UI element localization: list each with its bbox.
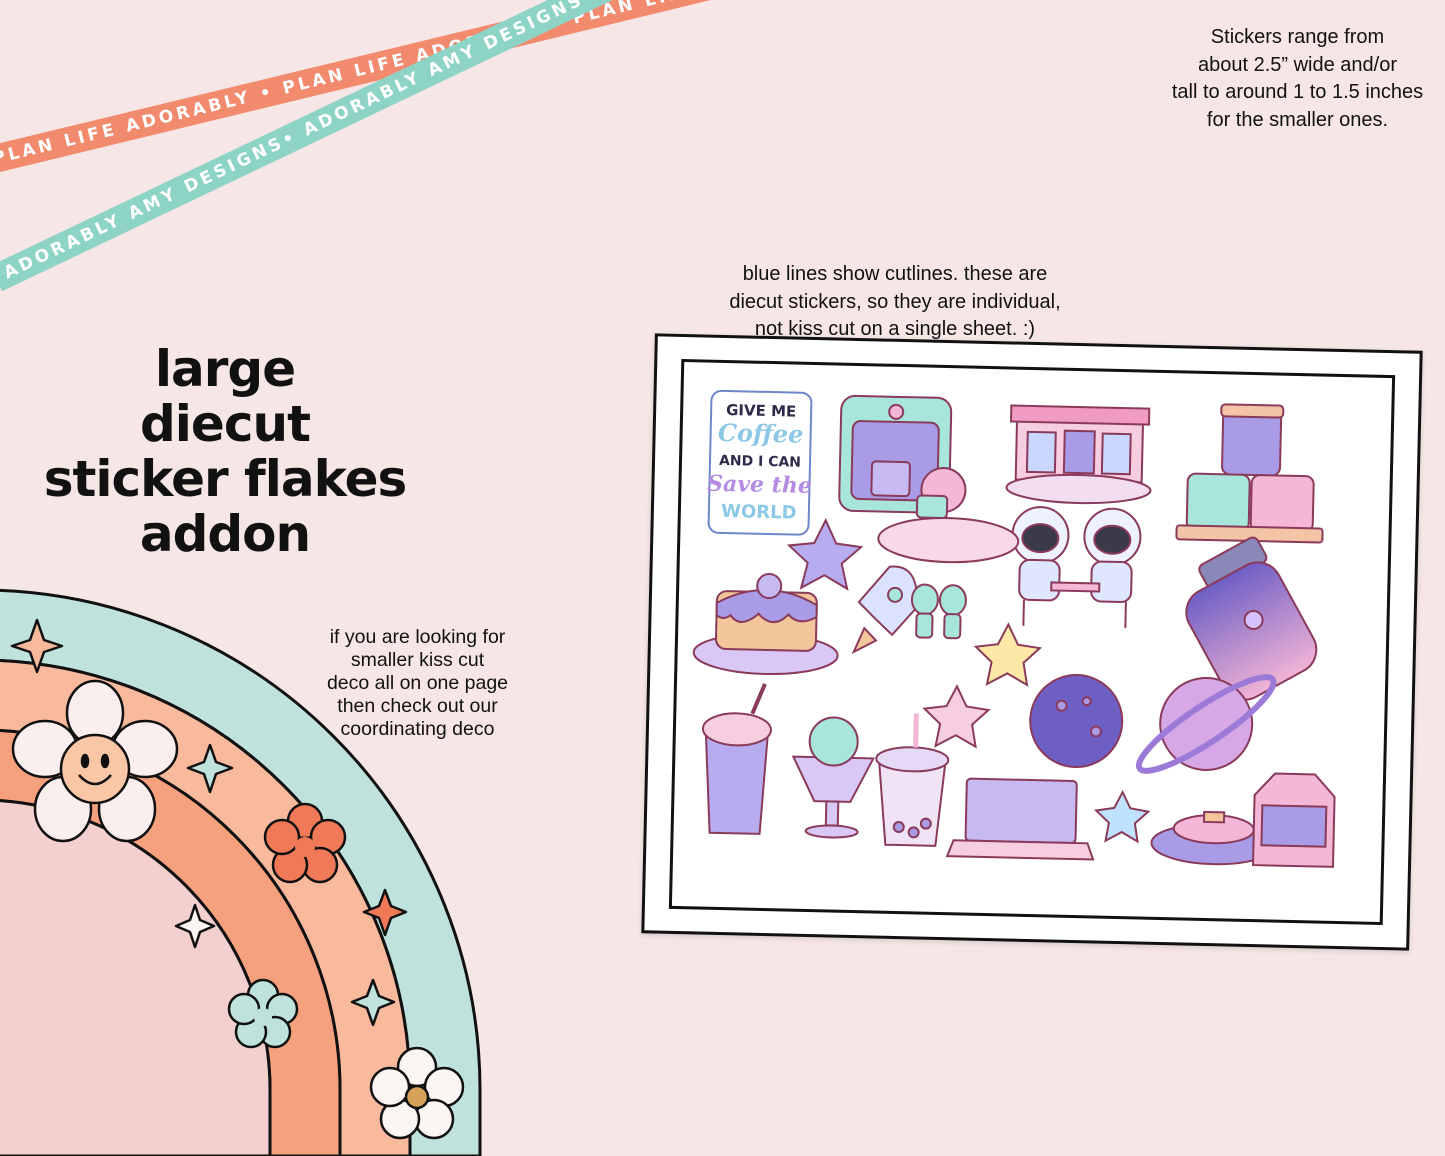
astronauts-icon bbox=[1011, 506, 1142, 629]
rainbow-illustration bbox=[0, 588, 482, 1156]
sticker-size-note: Stickers range from about 2.5” wide and/… bbox=[1150, 24, 1445, 134]
star-icon bbox=[922, 684, 991, 749]
sparkle-star-icon bbox=[174, 903, 216, 949]
smiley-flower-icon bbox=[11, 679, 179, 843]
title-line: addon bbox=[139, 505, 311, 563]
quote-line: WORLD bbox=[721, 501, 797, 524]
star-icon bbox=[786, 517, 864, 591]
flower-icon bbox=[369, 1046, 465, 1140]
quote-line: Save the bbox=[707, 471, 812, 499]
sparkle-star-icon bbox=[362, 888, 408, 937]
flower-icon bbox=[263, 802, 347, 884]
quote-sticker: GIVE ME Coffee AND I CAN Save the WORLD bbox=[707, 389, 813, 536]
rocket-icon bbox=[851, 517, 1020, 655]
sundae-icon bbox=[791, 716, 875, 839]
milkshake-icon bbox=[701, 683, 772, 835]
size-note-line: about 2.5” wide and/or bbox=[1197, 53, 1398, 76]
deco-note-line: coordinating deco bbox=[340, 718, 495, 740]
star-icon bbox=[973, 622, 1043, 687]
galaxy-jar-icon bbox=[1185, 536, 1318, 701]
deco-note-line: deco all on one page bbox=[326, 672, 509, 694]
title-line: sticker flakes bbox=[43, 450, 408, 508]
jars-icon bbox=[1175, 403, 1324, 544]
sticker-sheet-preview: GIVE ME Coffee AND I CAN Save the WORLD bbox=[641, 333, 1423, 951]
planet-icon bbox=[1029, 674, 1124, 769]
cake-icon bbox=[692, 573, 839, 676]
quote-line: AND I CAN bbox=[719, 453, 801, 471]
boba-icon bbox=[875, 713, 950, 847]
coffee-machine-icon bbox=[838, 394, 967, 519]
coordinating-deco-note: if you are looking for smaller kiss cut … bbox=[300, 626, 535, 741]
quote-line: GIVE ME bbox=[726, 401, 797, 421]
cutline-note-line: blue lines show cutlines. these are bbox=[742, 263, 1048, 285]
cutline-note-line: not kiss cut on a single sheet. :) bbox=[754, 318, 1036, 340]
deco-note-line: if you are looking for bbox=[329, 626, 506, 648]
cutline-note-line: diecut stickers, so they are individual, bbox=[729, 290, 1061, 313]
size-note-line: Stickers range from bbox=[1210, 26, 1385, 48]
deco-note-line: smaller kiss cut bbox=[350, 649, 485, 671]
cafe-building-icon bbox=[1005, 404, 1152, 505]
quote-line: Coffee bbox=[718, 418, 804, 449]
laptop-icon bbox=[945, 777, 1095, 861]
cutline-note: blue lines show cutlines. these are diec… bbox=[700, 261, 1090, 344]
size-note-line: for the smaller ones. bbox=[1206, 108, 1389, 131]
deco-note-line: then check out our bbox=[337, 695, 498, 717]
milk-carton-icon bbox=[1251, 772, 1336, 868]
title-line: large bbox=[154, 340, 296, 398]
sparkle-star-icon bbox=[186, 743, 234, 794]
sticker-sheet-inner: GIVE ME Coffee AND I CAN Save the WORLD bbox=[668, 358, 1396, 926]
title-line: diecut bbox=[140, 395, 311, 453]
star-icon bbox=[1094, 789, 1151, 844]
flower-icon bbox=[227, 978, 299, 1049]
alien-icon bbox=[910, 583, 967, 640]
planet-icon bbox=[1135, 674, 1277, 774]
size-note-line: tall to around 1 to 1.5 inches bbox=[1171, 81, 1424, 103]
sparkle-star-icon bbox=[350, 978, 396, 1027]
product-title: large diecut sticker flakes addon bbox=[20, 342, 430, 562]
sparkle-star-icon bbox=[10, 618, 64, 674]
